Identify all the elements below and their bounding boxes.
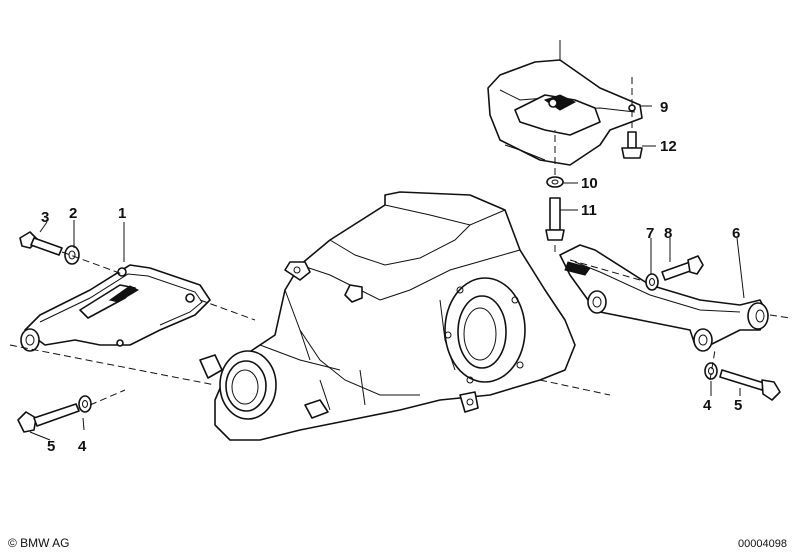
callout-3: 3 bbox=[41, 209, 49, 226]
callout-12: 12 bbox=[660, 138, 677, 155]
bolt-3 bbox=[19, 231, 63, 256]
callout-5-left: 5 bbox=[47, 438, 55, 455]
leader-lines bbox=[29, 105, 745, 441]
left-mounting-bracket bbox=[20, 264, 211, 352]
callout-2: 2 bbox=[69, 205, 77, 222]
washer-7 bbox=[645, 273, 659, 291]
bolt-5-left bbox=[17, 403, 80, 433]
callout-7: 7 bbox=[646, 225, 654, 242]
bolt-8 bbox=[661, 255, 704, 281]
document-number: 00004098 bbox=[738, 538, 787, 550]
callout-8: 8 bbox=[664, 225, 672, 242]
bolt-5-right bbox=[719, 369, 781, 401]
washer-4-left bbox=[78, 395, 92, 413]
bolt-12 bbox=[621, 131, 643, 159]
callout-11: 11 bbox=[581, 202, 597, 219]
callout-6: 6 bbox=[732, 225, 740, 242]
rubber-mount bbox=[487, 40, 643, 166]
callout-labels: 1 2 3 4 5 6 7 8 9 10 11 12 4 5 bbox=[41, 99, 742, 455]
rear-support-arm bbox=[559, 244, 769, 352]
callout-4-right: 4 bbox=[703, 397, 712, 414]
copyright-text: © BMW AG bbox=[8, 536, 70, 550]
callout-5-right: 5 bbox=[734, 397, 742, 414]
assembly-lines bbox=[9, 75, 791, 406]
washer-2 bbox=[64, 245, 80, 265]
callout-10: 10 bbox=[581, 175, 598, 192]
callout-1: 1 bbox=[118, 205, 126, 222]
bolt-11 bbox=[545, 197, 565, 241]
callout-4-left: 4 bbox=[78, 438, 87, 455]
washer-10 bbox=[546, 176, 564, 188]
callout-9: 9 bbox=[660, 99, 668, 116]
differential-housing bbox=[199, 191, 576, 441]
